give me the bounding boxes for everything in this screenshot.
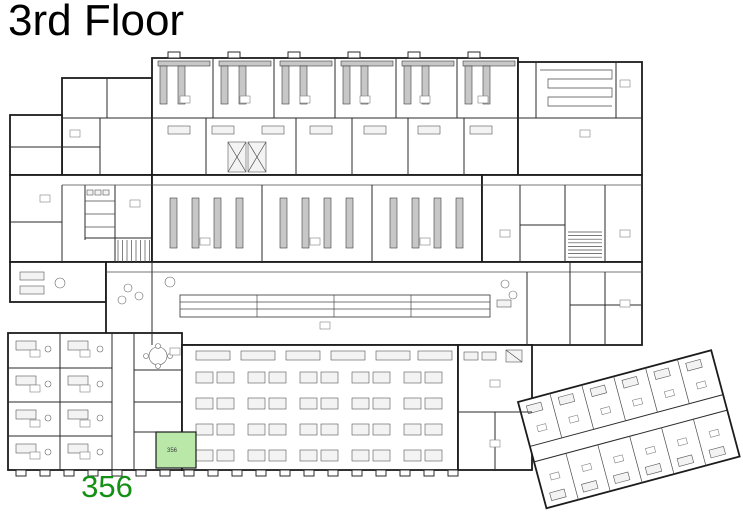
room-356-tag-label: 356 <box>167 448 178 454</box>
highlighted-room-356[interactable]: 356 <box>155 431 197 469</box>
mid-right-band <box>481 174 643 263</box>
mid-lab-band <box>151 174 483 263</box>
stairs-and-fixtures <box>19 69 613 369</box>
room-number-tags <box>29 79 631 460</box>
interior-walls <box>8 58 642 470</box>
room-356-label: 356 <box>81 469 133 504</box>
angled-wing-outline <box>516 349 741 510</box>
room-356-highlight[interactable] <box>155 431 197 469</box>
facade-details <box>15 51 481 477</box>
angled-wing-offices <box>525 359 726 502</box>
atrium-skylight <box>179 294 491 318</box>
conference-table-icon <box>148 346 168 366</box>
left-mid-block <box>9 174 153 263</box>
left-upper-offices <box>9 114 63 176</box>
angled-wing <box>516 349 741 510</box>
floor-title: 3rd Floor <box>8 0 185 45</box>
stairs-zigzag-icon <box>540 69 613 107</box>
furniture-layer <box>15 60 516 462</box>
